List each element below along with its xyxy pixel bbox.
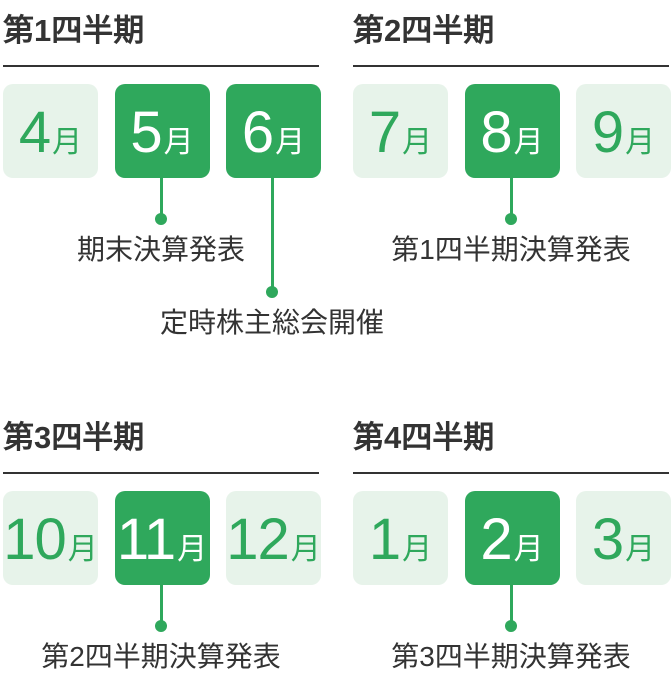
event-label: 第2四半期決算発表 <box>41 641 281 672</box>
event-dot <box>155 213 167 225</box>
quarter-divider <box>3 65 319 67</box>
event-label: 定時株主総会開催 <box>159 307 385 338</box>
event-stem-line <box>160 585 163 626</box>
quarter-title: 第3四半期 <box>3 420 145 455</box>
quarter-divider <box>353 65 669 67</box>
event-label: 第3四半期決算発表 <box>391 641 631 672</box>
event-dot <box>505 620 517 632</box>
quarter-title: 第4四半期 <box>353 420 495 455</box>
quarter-title: 第2四半期 <box>353 13 495 48</box>
event-dot <box>266 286 278 298</box>
quarter-title: 第1四半期 <box>3 13 145 48</box>
event-label: 期末決算発表 <box>76 234 246 265</box>
event-label: 第1四半期決算発表 <box>391 234 631 265</box>
event-dot <box>505 213 517 225</box>
event-stem-line <box>510 585 513 626</box>
quarter-divider <box>3 472 319 474</box>
quarter-divider <box>353 472 669 474</box>
event-stem-line <box>271 178 274 292</box>
event-stem-line <box>510 178 513 219</box>
event-dot <box>155 620 167 632</box>
event-stem-line <box>160 178 163 219</box>
